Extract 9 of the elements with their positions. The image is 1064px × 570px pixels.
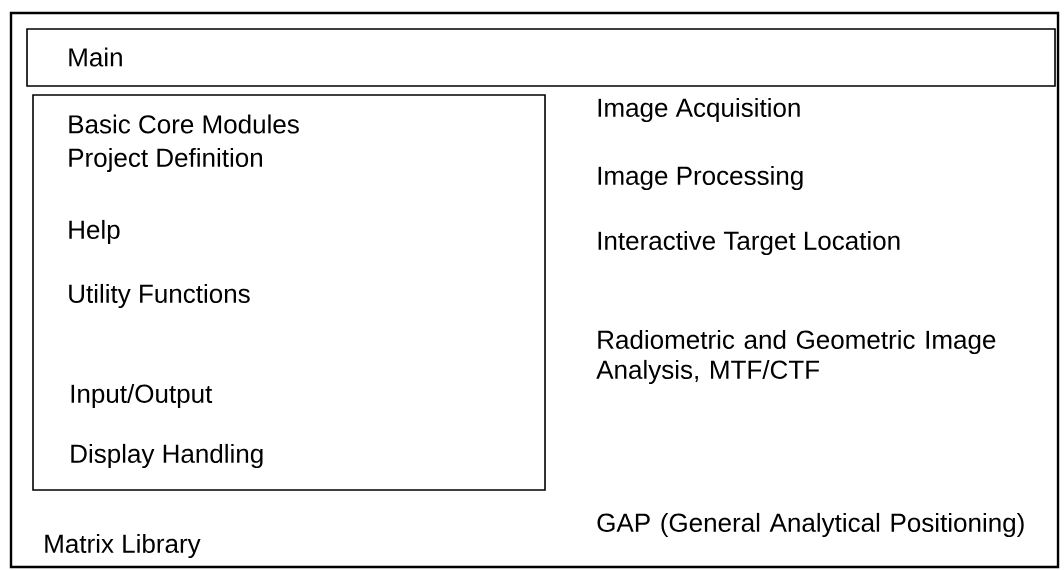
module-label: Image Acquisition <box>598 97 800 123</box>
frame <box>9 11 1060 569</box>
module-label: Interactive Target Location <box>598 230 900 256</box>
module-label: Matrix Library <box>45 533 201 559</box>
module-label: Radiometric and Geometric Image Analysis, MTF/CTF <box>596 329 996 385</box>
module-label: Image Processing <box>598 165 803 191</box>
module-label: GAP (General Analytical Positioning) <box>597 512 1024 538</box>
module-box: Basic Core Modules Project Definition Help Utility Functions Input/Output Display Handling <box>32 94 546 491</box>
main-box: Main <box>26 28 1056 87</box>
